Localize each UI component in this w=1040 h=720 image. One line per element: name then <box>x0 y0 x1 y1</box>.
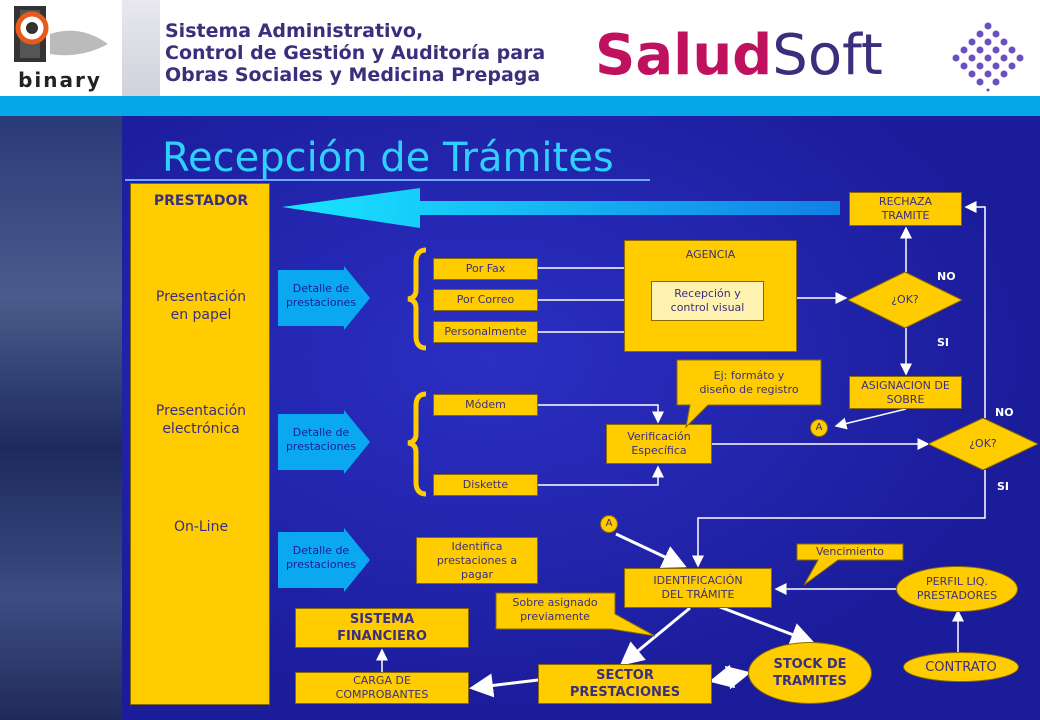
presentacion-electronica: Presentación electrónica <box>155 403 247 437</box>
connector-a-1: A <box>810 419 828 437</box>
ok-decision-2: ¿OK? <box>926 417 1040 471</box>
detalle-label-papel: Detalle de prestaciones <box>285 282 357 309</box>
callout-formato-text: Ej: formáto y diseño de registro <box>699 369 799 396</box>
brand-soft: Soft <box>772 23 883 88</box>
binary-logo-icon <box>14 6 108 62</box>
callout-sobre: Sobre asignado previamente <box>495 592 657 638</box>
no-label-1: NO <box>937 270 956 283</box>
saludsoft-brand: SaludSoft <box>595 24 883 88</box>
prestador-title: PRESTADOR <box>153 193 249 209</box>
tagline-line-1: Sistema Administrativo, <box>165 20 424 42</box>
tagline-line-2: Control de Gestión y Auditoría para <box>165 42 546 64</box>
detalle-arrow-online: Detalle de prestaciones <box>278 528 370 592</box>
channel-modem: Módem <box>433 394 538 416</box>
connector-a-2: A <box>600 515 618 533</box>
identifica-prestaciones: Identifica prestaciones a pagar <box>416 537 538 584</box>
prestador-column: PRESTADOR Presentación en papel Presenta… <box>130 183 270 705</box>
header: binary Sistema Administrativo, Control d… <box>0 0 1040 96</box>
presentacion-online: On-Line <box>173 519 229 535</box>
binary-logo: binary <box>0 0 118 96</box>
verificacion-especifica: Verificación Específica <box>606 424 712 464</box>
si-label-2: SI <box>997 480 1010 493</box>
rechaza-tramite: RECHAZA TRAMITE <box>849 192 962 226</box>
title-underline <box>125 179 650 181</box>
channel-personal: Personalmente <box>433 321 538 343</box>
detalle-label-online: Detalle de prestaciones <box>285 544 357 571</box>
header-photo-strip <box>122 0 160 96</box>
detalle-label-electronica: Detalle de prestaciones <box>285 426 357 453</box>
identificacion-tramite: IDENTIFICACIÓN DEL TRÁMITE <box>624 568 772 608</box>
tagline-line-3: Obras Sociales y Medicina Prepaga <box>165 64 541 86</box>
sector-prestaciones: SECTOR PRESTACIONES <box>538 664 712 704</box>
ok-decision-1-label: ¿OK? <box>891 293 919 306</box>
header-accent-bar <box>0 96 1040 116</box>
asignacion-sobre: ASIGNACION DE SOBRE <box>849 376 962 409</box>
callout-sobre-text: Sobre asignado previamente <box>512 596 598 623</box>
si-label-1: SI <box>937 336 950 349</box>
no-label-2: NO <box>995 406 1014 419</box>
binary-logo-text: binary <box>18 68 102 92</box>
agencia-title: AGENCIA <box>685 248 736 261</box>
stock-tramites: STOCK DE TRAMITES <box>748 642 872 704</box>
carga-comprobantes: CARGA DE COMPROBANTES <box>295 672 469 704</box>
callout-vencimiento: Vencimiento <box>796 543 904 587</box>
perfil-liq-prestadores: PERFIL LIQ. PRESTADORES <box>896 566 1018 612</box>
header-tagline: Sistema Administrativo, Control de Gesti… <box>165 20 545 86</box>
ok-decision-2-label: ¿OK? <box>969 437 997 450</box>
agencia-box: AGENCIA Recepción y control visual <box>624 240 797 352</box>
detalle-arrow-electronica: Detalle de prestaciones <box>278 410 370 474</box>
brand-salud: Salud <box>595 23 773 88</box>
detalle-arrow-papel: Detalle de prestaciones <box>278 266 370 330</box>
contrato: CONTRATO <box>903 652 1019 682</box>
photo-sidebar <box>0 116 122 720</box>
callout-formato: Ej: formáto y diseño de registro <box>676 359 822 429</box>
callout-vencimiento-text: Vencimiento <box>815 545 885 558</box>
channel-correo: Por Correo <box>433 289 538 311</box>
recepcion-control: Recepción y control visual <box>651 281 764 321</box>
return-arrow <box>282 188 840 228</box>
presentacion-papel: Presentación en papel <box>155 289 247 323</box>
channel-diskette: Diskette <box>433 474 538 496</box>
channel-fax: Por Fax <box>433 258 538 280</box>
page-title: Recepción de Trámites <box>162 135 614 181</box>
sistema-financiero: SISTEMA FINANCIERO <box>295 608 469 648</box>
saludsoft-diamond-icon <box>952 22 1024 92</box>
ok-decision-1: ¿OK? <box>846 271 964 329</box>
